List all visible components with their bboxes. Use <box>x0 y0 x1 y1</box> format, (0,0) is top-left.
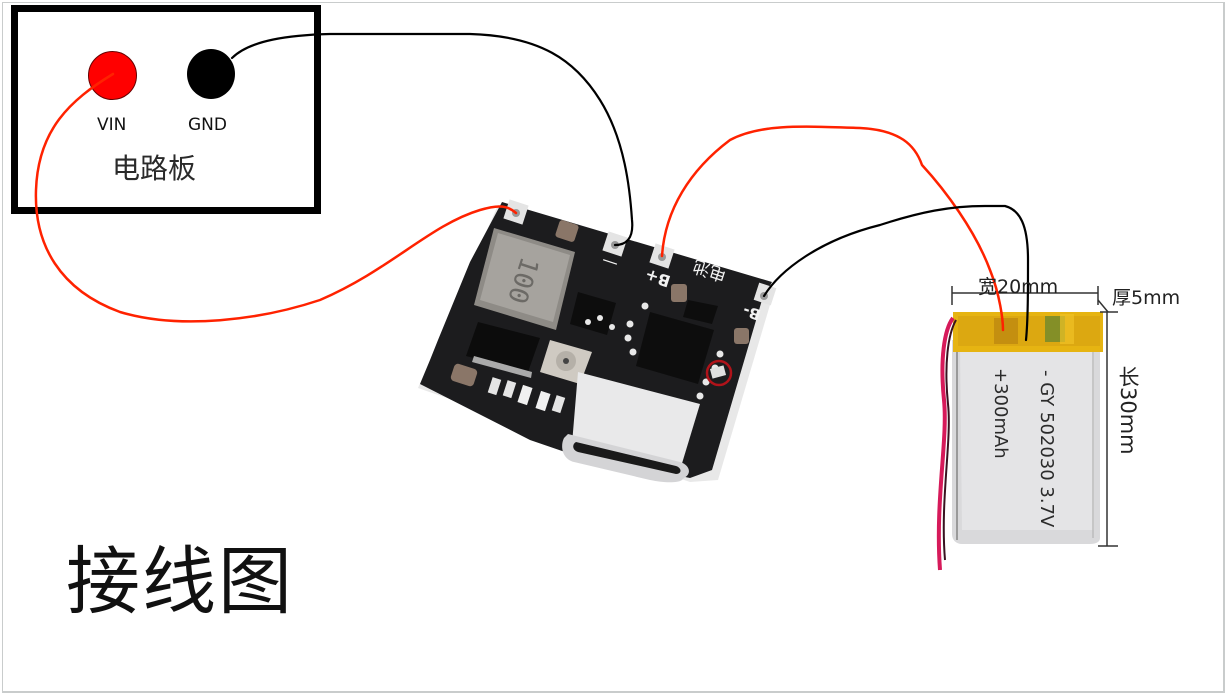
pad-label-minus: — <box>599 251 620 274</box>
capacitor <box>734 328 749 344</box>
pad-label-bminus: B- <box>741 301 763 324</box>
vin-label: VIN <box>97 115 127 135</box>
capacitor <box>671 284 687 302</box>
capacitor <box>450 363 478 387</box>
battery-capacity-text: +300mAh <box>990 368 1011 459</box>
circuit-board-label: 电路板 <box>112 152 197 185</box>
battery-width-label: 宽20mm <box>978 276 1059 298</box>
gnd-terminal <box>187 49 235 99</box>
battery-length-label: 长30mm <box>1116 366 1140 455</box>
diagram-title: 接线图 <box>66 539 294 625</box>
inductor: 100 <box>474 228 575 330</box>
dimension-lines <box>951 286 1118 547</box>
battery-model-text: - GY 502030 3.7V <box>1036 370 1057 528</box>
wire-vin <box>34 72 518 323</box>
highlight-circle <box>705 359 733 387</box>
capacitor <box>555 220 579 242</box>
wire-bminus <box>762 204 1030 342</box>
ic-chip <box>636 312 714 384</box>
battery <box>936 286 1118 571</box>
ic-chip <box>570 292 616 335</box>
usb-c-port <box>562 372 700 483</box>
battery-thickness-label: 厚5mm <box>1112 287 1181 309</box>
wires <box>34 32 1030 342</box>
gnd-label: GND <box>188 115 227 135</box>
wire-gnd <box>230 32 634 247</box>
wire-bplus <box>660 125 1005 332</box>
charger-module: 100 <box>418 199 777 483</box>
